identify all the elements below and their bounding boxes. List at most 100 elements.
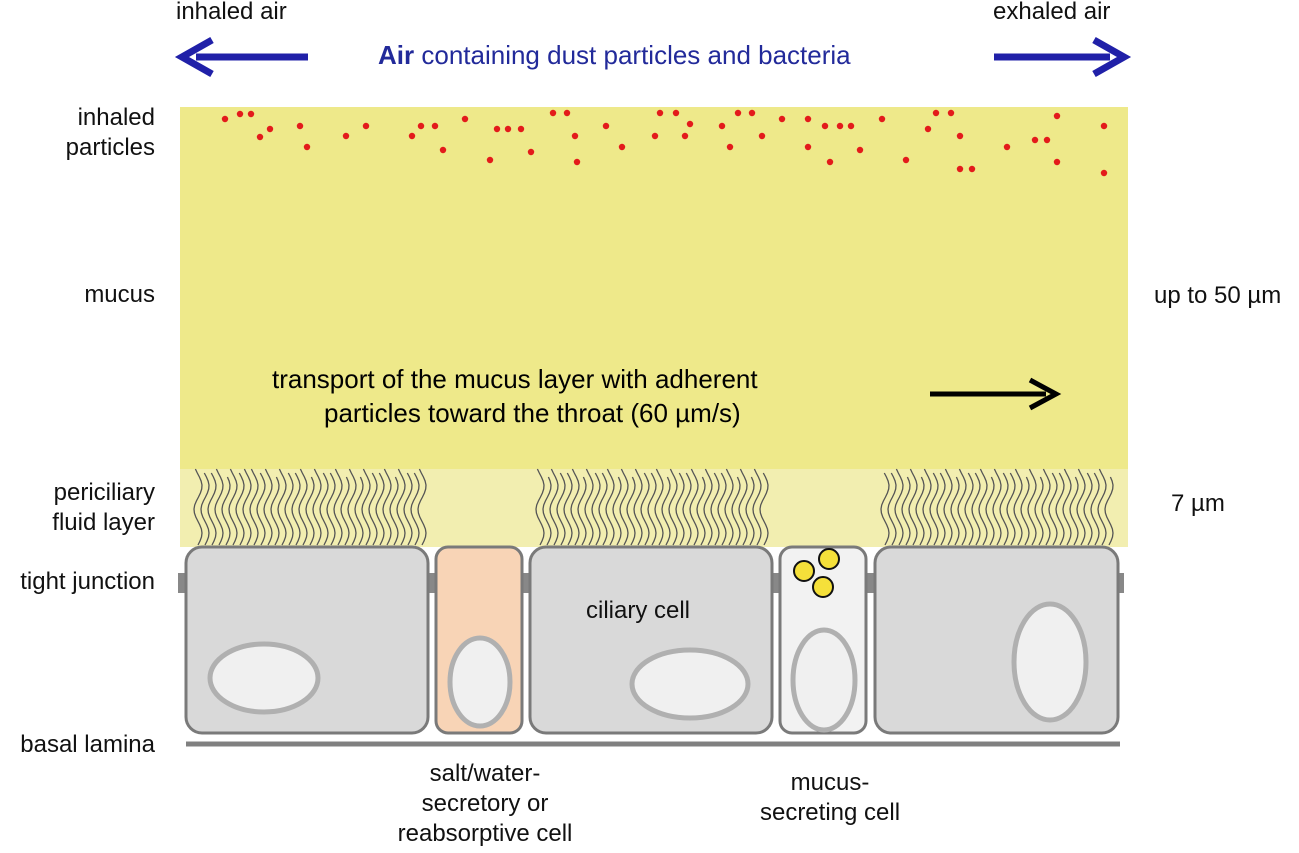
cilium <box>689 468 699 546</box>
particle-dot <box>651 132 659 140</box>
cilium <box>978 468 988 546</box>
cilium <box>577 476 587 546</box>
particle-dot <box>1100 122 1108 130</box>
mucus-granule <box>818 548 840 570</box>
periciliary-line-2: fluid layer <box>52 509 155 536</box>
cilium <box>305 476 315 546</box>
particle-dot <box>726 143 734 151</box>
cilium <box>1076 468 1086 546</box>
particle-dot <box>804 143 812 151</box>
particle-dot <box>821 122 829 130</box>
mucus-granule <box>812 576 834 598</box>
cilium <box>312 468 322 546</box>
cilium <box>403 472 413 546</box>
particle-dot <box>1043 136 1051 144</box>
cilium <box>950 476 960 546</box>
cilium <box>703 468 713 546</box>
particle-dot <box>1100 169 1108 177</box>
transport-description-line-1: transport of the mucus layer with adhere… <box>272 364 758 394</box>
particle-dot <box>878 115 886 123</box>
ciliary-cell-label: ciliary cell <box>586 597 691 624</box>
cilium <box>298 468 308 546</box>
particle-dot <box>486 156 494 164</box>
cilium <box>249 468 259 546</box>
cilium <box>640 472 650 546</box>
particle-dot <box>527 148 535 156</box>
periciliary-fluid-layer <box>180 469 1128 547</box>
particle-dot <box>296 122 304 130</box>
particle-dot <box>1053 112 1061 120</box>
mucus-label: mucus <box>84 281 155 308</box>
cilium <box>738 468 748 546</box>
cilium <box>1083 472 1093 546</box>
particle-dot <box>517 125 525 133</box>
cilium <box>291 472 301 546</box>
particle-dot <box>748 109 756 117</box>
particle-dot <box>847 122 855 130</box>
cilium <box>361 468 371 546</box>
particle-dot <box>221 115 229 123</box>
cilium <box>319 472 329 546</box>
particle-dot <box>431 122 439 130</box>
particle-dot <box>804 115 812 123</box>
cilium <box>375 472 385 546</box>
ciliary-cell <box>873 545 1120 735</box>
air-description-text: containing dust particles and bacteria <box>421 40 851 70</box>
cilium <box>901 476 911 546</box>
inhaled-particles-line-1: inhaled <box>77 104 155 131</box>
particle-dot <box>1031 136 1039 144</box>
tight-junction-marker <box>178 573 186 593</box>
transport-description-line-2: particles toward the throat (60 µm/s) <box>324 398 741 428</box>
particle-dot <box>956 132 964 140</box>
cilium <box>675 472 685 546</box>
cilium <box>992 468 1002 546</box>
air-bold-word: Air <box>378 40 415 70</box>
mucus-secreting-cell <box>778 545 868 735</box>
inhaled-air-arrow-icon <box>174 36 308 78</box>
periciliary-fluid-layer-label: periciliary fluid layer <box>10 478 155 538</box>
cilium <box>752 468 762 546</box>
cilium <box>922 468 932 546</box>
cilium <box>1034 476 1044 546</box>
cilium <box>605 468 615 546</box>
cilium <box>535 468 545 546</box>
cilium <box>368 472 378 546</box>
cilium <box>668 468 678 546</box>
particle-dot <box>266 125 274 133</box>
particle-dot <box>342 132 350 140</box>
particle-dot <box>236 110 244 118</box>
cilium <box>556 472 566 546</box>
air-description: Air containing dust particles and bacter… <box>378 40 851 70</box>
cilium <box>410 472 420 546</box>
cilium <box>228 468 238 546</box>
basal-lamina-label: basal lamina <box>20 731 155 758</box>
cilium <box>396 468 406 546</box>
mucus-secreting-line-2: secreting cell <box>759 799 901 826</box>
cilium <box>1041 468 1051 546</box>
cilium <box>908 468 918 546</box>
tight-junction-marker <box>771 573 781 593</box>
cilium <box>661 476 671 546</box>
cilium <box>626 476 636 546</box>
particle-dot <box>573 158 581 166</box>
salt-water-line-3: reabsorptive cell <box>397 820 573 847</box>
particle-dot <box>303 143 311 151</box>
cilium <box>759 472 769 546</box>
particle-dot <box>362 122 370 130</box>
cilium <box>612 476 622 546</box>
cilium <box>326 472 336 546</box>
cilium <box>894 468 904 546</box>
cilium <box>235 472 245 546</box>
particle-dot <box>672 109 680 117</box>
particle-dot <box>902 156 910 164</box>
mucus-secreting-line-1: mucus- <box>790 769 870 796</box>
cilium <box>340 476 350 546</box>
transport-direction-arrow-icon <box>930 377 1062 411</box>
particle-dot <box>836 122 844 130</box>
ciliary-cell <box>184 545 430 735</box>
inhaled-particles-label: inhaled particles <box>20 103 155 163</box>
ciliary-cell <box>528 545 774 735</box>
cilium <box>221 476 231 546</box>
cilium <box>382 468 392 546</box>
